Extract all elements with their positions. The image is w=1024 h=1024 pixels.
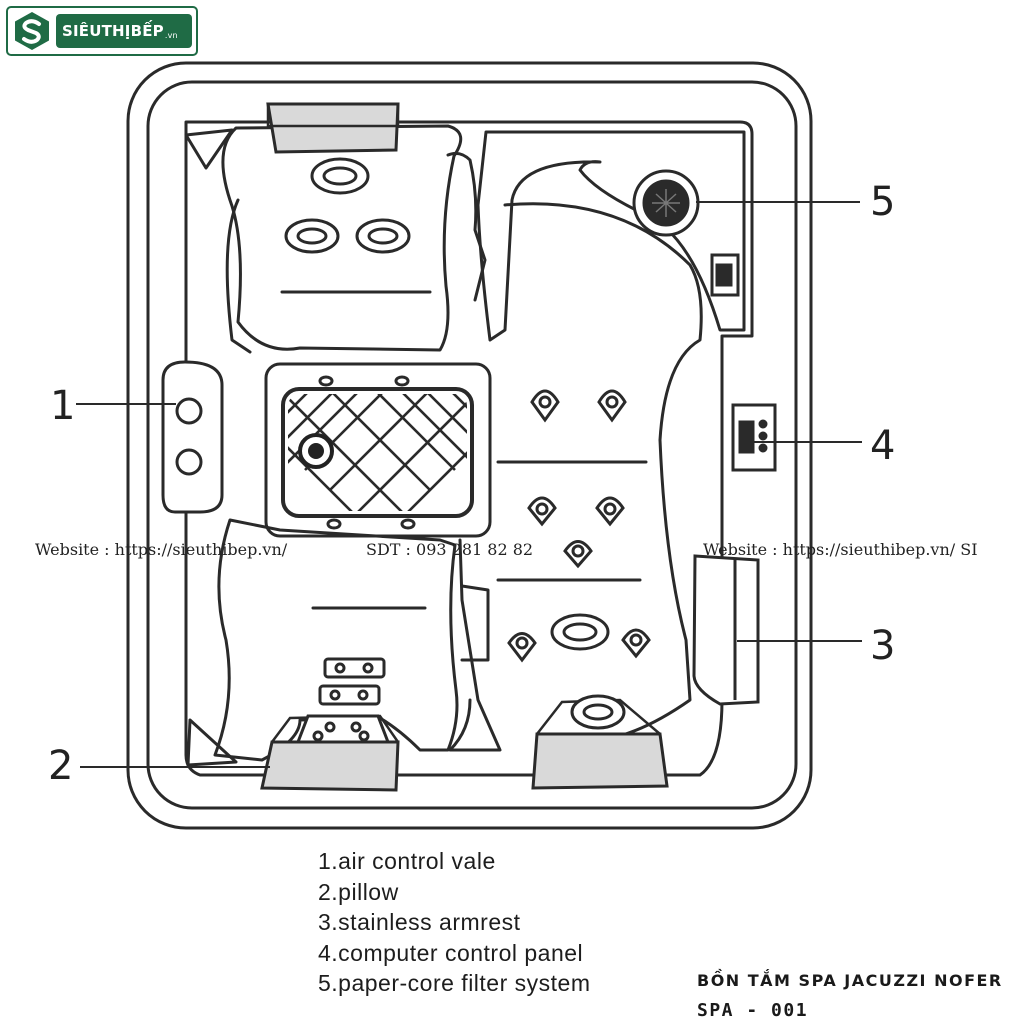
product-code: SPA - 001: [697, 1000, 809, 1021]
logo-wordmark: SIÊUTHỊBẾP.vn: [56, 14, 192, 48]
center-divider: [448, 538, 502, 752]
legend-item-1: 1.air control vale: [318, 848, 496, 874]
seat-top-left: [221, 124, 463, 352]
center-divider-2: [460, 584, 490, 662]
product-name: BỒN TẮM SPA JACUZZI NOFER: [697, 971, 1003, 990]
tub-inner-rim: [146, 80, 798, 810]
lounge-floor: [503, 202, 703, 742]
legend-item-2: 2.pillow: [318, 878, 399, 905]
lounge-top-right: [476, 130, 746, 342]
paper-core-filter: [632, 169, 740, 297]
pillow-top: [266, 102, 400, 154]
watermark-website-1: Website : https://sieuthibep.vn/: [35, 540, 288, 559]
logo-suffix: .vn: [164, 31, 178, 40]
valve-1-icon: [175, 397, 203, 425]
pillow-bottom-right: [531, 732, 669, 790]
seat-side-left: [225, 198, 252, 354]
tub-basin-outline: [184, 120, 754, 777]
callout-4: 4: [870, 423, 896, 469]
lounge-divider-top: [446, 151, 487, 302]
computer-control-panel: [731, 403, 777, 472]
seat-step-bottom: [186, 718, 238, 767]
legend-item-4: 4.computer control panel: [318, 939, 584, 966]
callout-2: 2: [48, 743, 74, 789]
watermark-website-2: Website : https://sieuthibep.vn/ SI: [703, 540, 978, 559]
callout-1: 1: [50, 383, 76, 429]
jets: [284, 157, 651, 744]
grate-frame: [281, 387, 474, 518]
parts-legend: 1.air control vale 2.pillow 3.stainless …: [318, 846, 590, 999]
center-seat: [264, 362, 492, 538]
stainless-armrest: [692, 554, 760, 706]
site-logo[interactable]: SIÊUTHỊBẾP.vn: [6, 6, 198, 56]
callout-3: 3: [870, 623, 896, 669]
legend-item-5: 5.paper-core filter system: [318, 970, 591, 996]
callout-5: 5: [870, 179, 896, 225]
watermark-phone: SDT : 093 281 82 82: [366, 540, 534, 559]
pillow-bottom-left: [260, 740, 400, 792]
legend-item-3: 3.stainless armrest: [318, 909, 521, 935]
grate-lattice: [288, 394, 467, 511]
logo-text: SIÊUTHỊBẾP: [62, 22, 164, 40]
seat-step-left: [184, 128, 234, 170]
logo-s-icon: [15, 12, 49, 50]
air-control-valves: [161, 360, 224, 514]
valve-2-icon: [175, 448, 203, 476]
tub-outer-rim: [126, 61, 813, 830]
